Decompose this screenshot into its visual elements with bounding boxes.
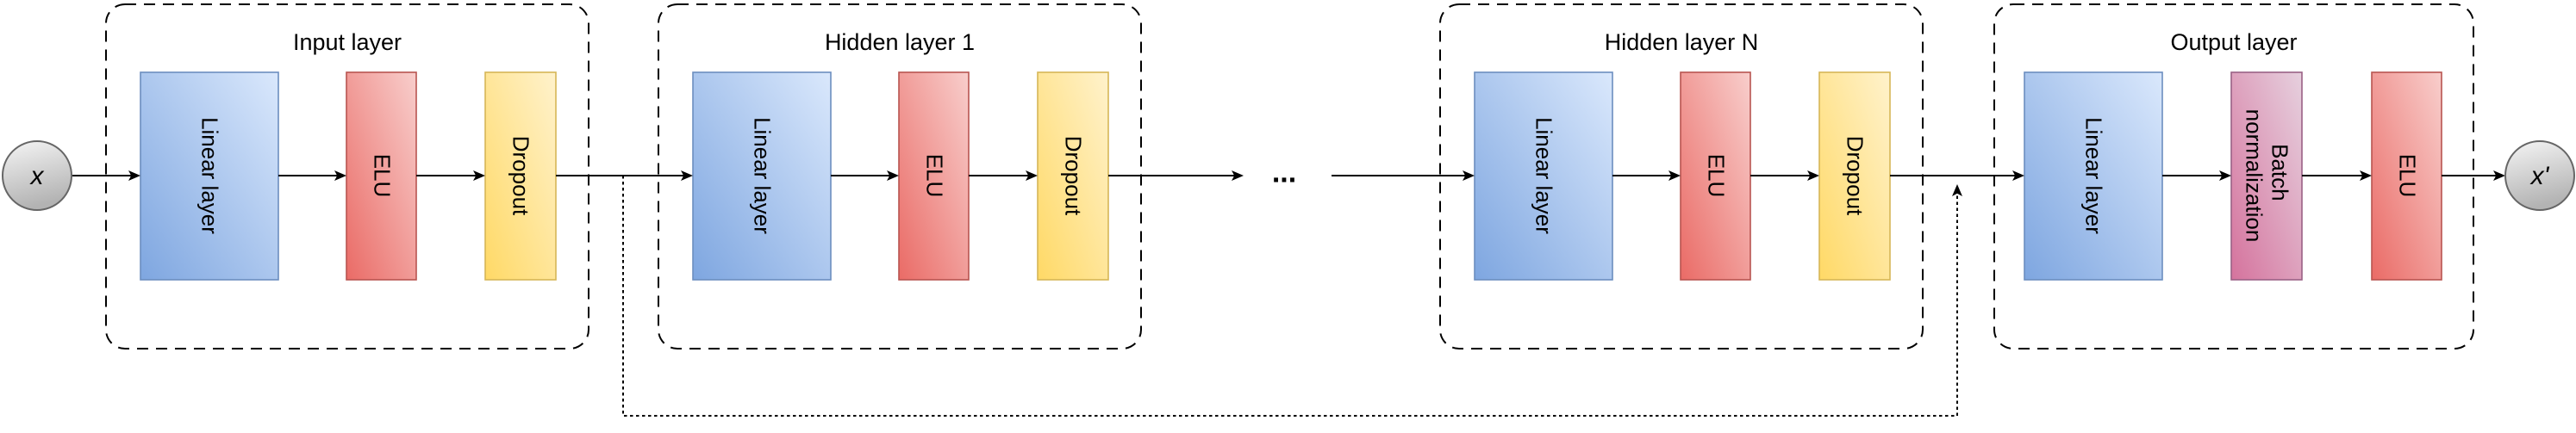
- hidden-layer-1-group-label: Hidden layer 1: [825, 29, 975, 55]
- hiddenN-dropout-label: Dropout: [1843, 136, 1868, 216]
- hidden-layers-ellipsis: ...: [1272, 156, 1296, 189]
- output-linear-layer-box: [2024, 71, 2163, 281]
- input-linear-layer-label: Linear layer: [197, 117, 223, 234]
- output-elu-label: ELU: [2395, 154, 2421, 198]
- output-node-label: x': [2529, 162, 2550, 190]
- batch-normalization-line-2: normalization: [2242, 109, 2267, 243]
- output-elu-box: [2371, 71, 2442, 281]
- output-batch-normalization-box: [2230, 71, 2303, 281]
- input-elu-label: ELU: [370, 154, 396, 198]
- input-node: [2, 140, 72, 211]
- output-linear-layer-label: Linear layer: [2081, 117, 2107, 234]
- hidden1-dropout-label: Dropout: [1061, 136, 1087, 216]
- hidden-layer-n-group-label: Hidden layer N: [1605, 29, 1759, 55]
- hidden1-elu-label: ELU: [922, 154, 948, 198]
- hiddenN-linear-layer-label: Linear layer: [1531, 117, 1557, 234]
- skip-connection-line: [622, 176, 1962, 417]
- output-layer-group-label: Output layer: [2170, 29, 2297, 55]
- hidden1-dropout-box: [1037, 71, 1109, 281]
- batch-normalization-line-1: Batch: [2267, 144, 2293, 201]
- output-node: [2504, 140, 2575, 211]
- input-dropout-label: Dropout: [508, 136, 534, 216]
- hiddenN-elu-label: ELU: [1704, 154, 1730, 198]
- input-elu-box: [346, 71, 417, 281]
- hidden1-linear-layer-label: Linear layer: [750, 117, 776, 234]
- input-node-label: x: [29, 162, 45, 190]
- hidden1-linear-layer-box: [692, 71, 832, 281]
- input-linear-layer-box: [140, 71, 279, 281]
- input-layer-group-label: Input layer: [293, 29, 402, 55]
- output-batch-normalization-label: Batch normalization: [2242, 109, 2293, 243]
- hiddenN-linear-layer-box: [1474, 71, 1613, 281]
